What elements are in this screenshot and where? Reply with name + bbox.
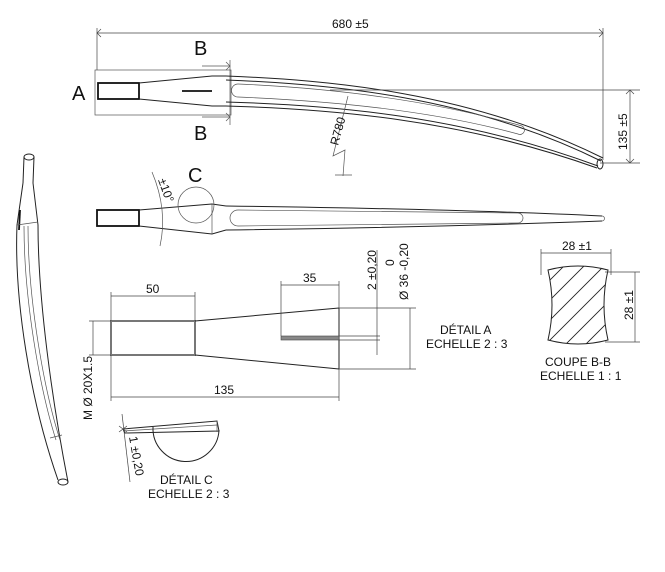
radius-text: R780	[327, 115, 348, 147]
section-marker-top: B	[194, 38, 207, 60]
dim-slot-width: 2 ±0,20	[365, 250, 379, 290]
dim-135: 135	[214, 383, 234, 397]
detail-a-boundary	[94, 69, 232, 116]
detail-a-slot	[280, 335, 340, 341]
section-line-b: B B	[194, 38, 231, 145]
detail-c-thickness-dim: 1 ±0,20	[126, 435, 147, 477]
section-outline	[547, 265, 609, 345]
section-height-dim: 28 ±1	[622, 290, 636, 320]
detail-c-view: 1 ±0,20 DÉTAIL C ECHELLE 2 : 3	[118, 413, 230, 501]
threaded-end	[97, 82, 140, 100]
detail-a-title: DÉTAIL A	[440, 322, 491, 337]
section-b-scale: ECHELLE 1 : 1	[540, 369, 622, 383]
plan-view: C ±10°	[96, 165, 605, 247]
angle-arc	[151, 171, 164, 247]
detail-c-marker: C	[188, 165, 202, 187]
height-dim-text: 135 ±5	[616, 113, 630, 150]
plan-threaded-end	[96, 209, 140, 227]
isometric-view	[16, 153, 69, 486]
section-marker-bottom: B	[194, 123, 207, 145]
section-b-view: 28 ±1 28 ±1 COUPE B-B ECHELLE 1 : 1	[540, 239, 640, 383]
dim-35: 35	[303, 271, 317, 285]
detail-c-scale: ECHELLE 2 : 3	[148, 487, 230, 501]
main-elevation-view: 680 ±5 A B B	[72, 17, 640, 177]
detail-c-circle	[177, 186, 215, 224]
section-b-title: COUPE B-B	[545, 355, 611, 369]
length-dimension: 680 ±5	[96, 17, 604, 160]
dim-50: 50	[146, 282, 160, 296]
curved-tine-body	[225, 75, 604, 170]
detail-a-marker: A	[72, 83, 86, 105]
detail-a-thread	[110, 320, 196, 356]
dim-diameter: Ø 36 -0,20	[397, 243, 411, 300]
dim-diameter-upper: 0	[383, 259, 397, 266]
section-width-dim: 28 ±1	[562, 239, 592, 253]
height-dimension: 135 ±5	[330, 89, 640, 164]
detail-a-view: 50 35 135 M Ø 20X1.5 2 ±0,20 0 Ø 36 -0,2…	[81, 243, 508, 420]
length-dim-text: 680 ±5	[332, 17, 369, 31]
detail-c-title: DÉTAIL C	[160, 472, 213, 487]
detail-a-scale: ECHELLE 2 : 3	[426, 337, 508, 351]
dim-thread: M Ø 20X1.5	[81, 356, 95, 420]
